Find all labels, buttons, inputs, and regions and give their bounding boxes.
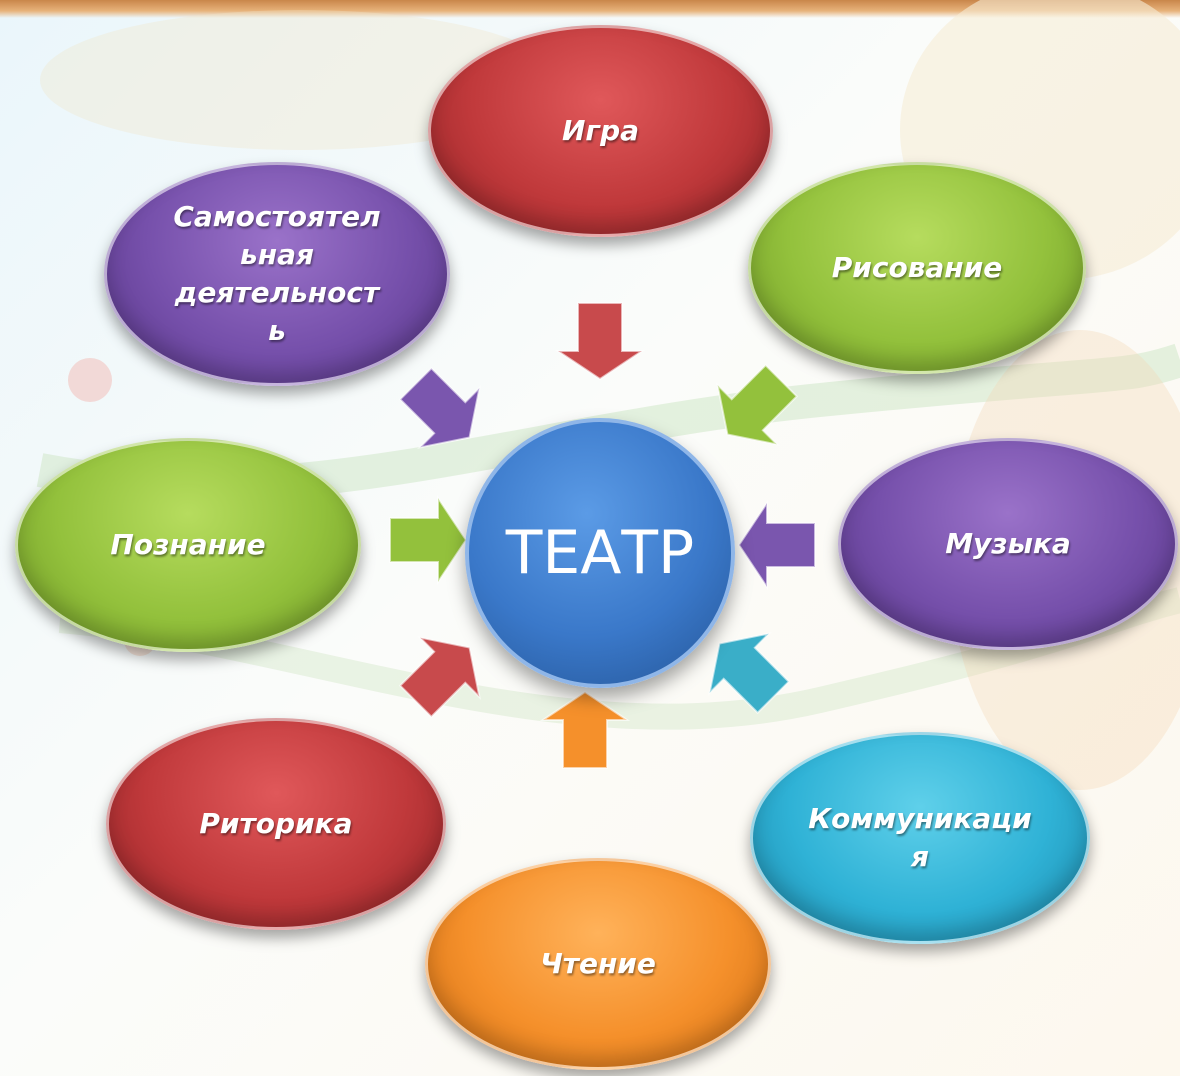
node-samostoyatelnaya-deyatelnost: Самостоятел ьная деятельност ь bbox=[104, 162, 450, 386]
node-chtenie: Чтение bbox=[425, 858, 771, 1070]
arrow-from-muzyka bbox=[737, 500, 833, 590]
node-igra: Игра bbox=[428, 25, 773, 237]
node-label: Самостоятел ьная деятельност ь bbox=[173, 198, 380, 349]
node-label: Коммуникаци я bbox=[808, 800, 1031, 876]
arrow-from-risovanie bbox=[694, 336, 826, 468]
arrow-from-kommunikatsiya bbox=[686, 610, 818, 742]
node-kommunikatsiya: Коммуникаци я bbox=[750, 732, 1090, 944]
node-label: Рисование bbox=[831, 251, 1003, 285]
arrow-from-chtenie bbox=[540, 690, 630, 786]
node-label-line: ь bbox=[268, 313, 286, 347]
center-label: ТЕАТР bbox=[505, 518, 695, 588]
node-label: Игра bbox=[562, 114, 639, 148]
arrow-from-poznanie bbox=[372, 495, 468, 585]
node-poznanie: Познание bbox=[15, 438, 361, 652]
node-label: Риторика bbox=[199, 807, 353, 841]
node-label-line: Коммуникаци bbox=[808, 802, 1032, 836]
node-label-line: ьная bbox=[240, 238, 314, 272]
node-ritorika: Риторика bbox=[106, 718, 446, 930]
node-label-line: Самостоятел bbox=[173, 200, 381, 234]
arrow-from-samostoyatelnaya bbox=[371, 339, 503, 471]
top-border bbox=[0, 0, 1180, 18]
center-node-teatr: ТЕАТР bbox=[465, 418, 735, 688]
node-label-line: я bbox=[911, 840, 929, 873]
arrow-from-ritorika bbox=[371, 614, 503, 746]
node-muzyka: Музыка bbox=[838, 438, 1178, 650]
node-label: Познание bbox=[110, 528, 266, 562]
node-risovanie: Рисование bbox=[748, 162, 1086, 374]
node-label: Музыка bbox=[945, 527, 1071, 561]
node-label-line: деятельност bbox=[174, 276, 380, 309]
arrow-from-igra bbox=[555, 285, 645, 381]
node-label: Чтение bbox=[540, 947, 656, 981]
